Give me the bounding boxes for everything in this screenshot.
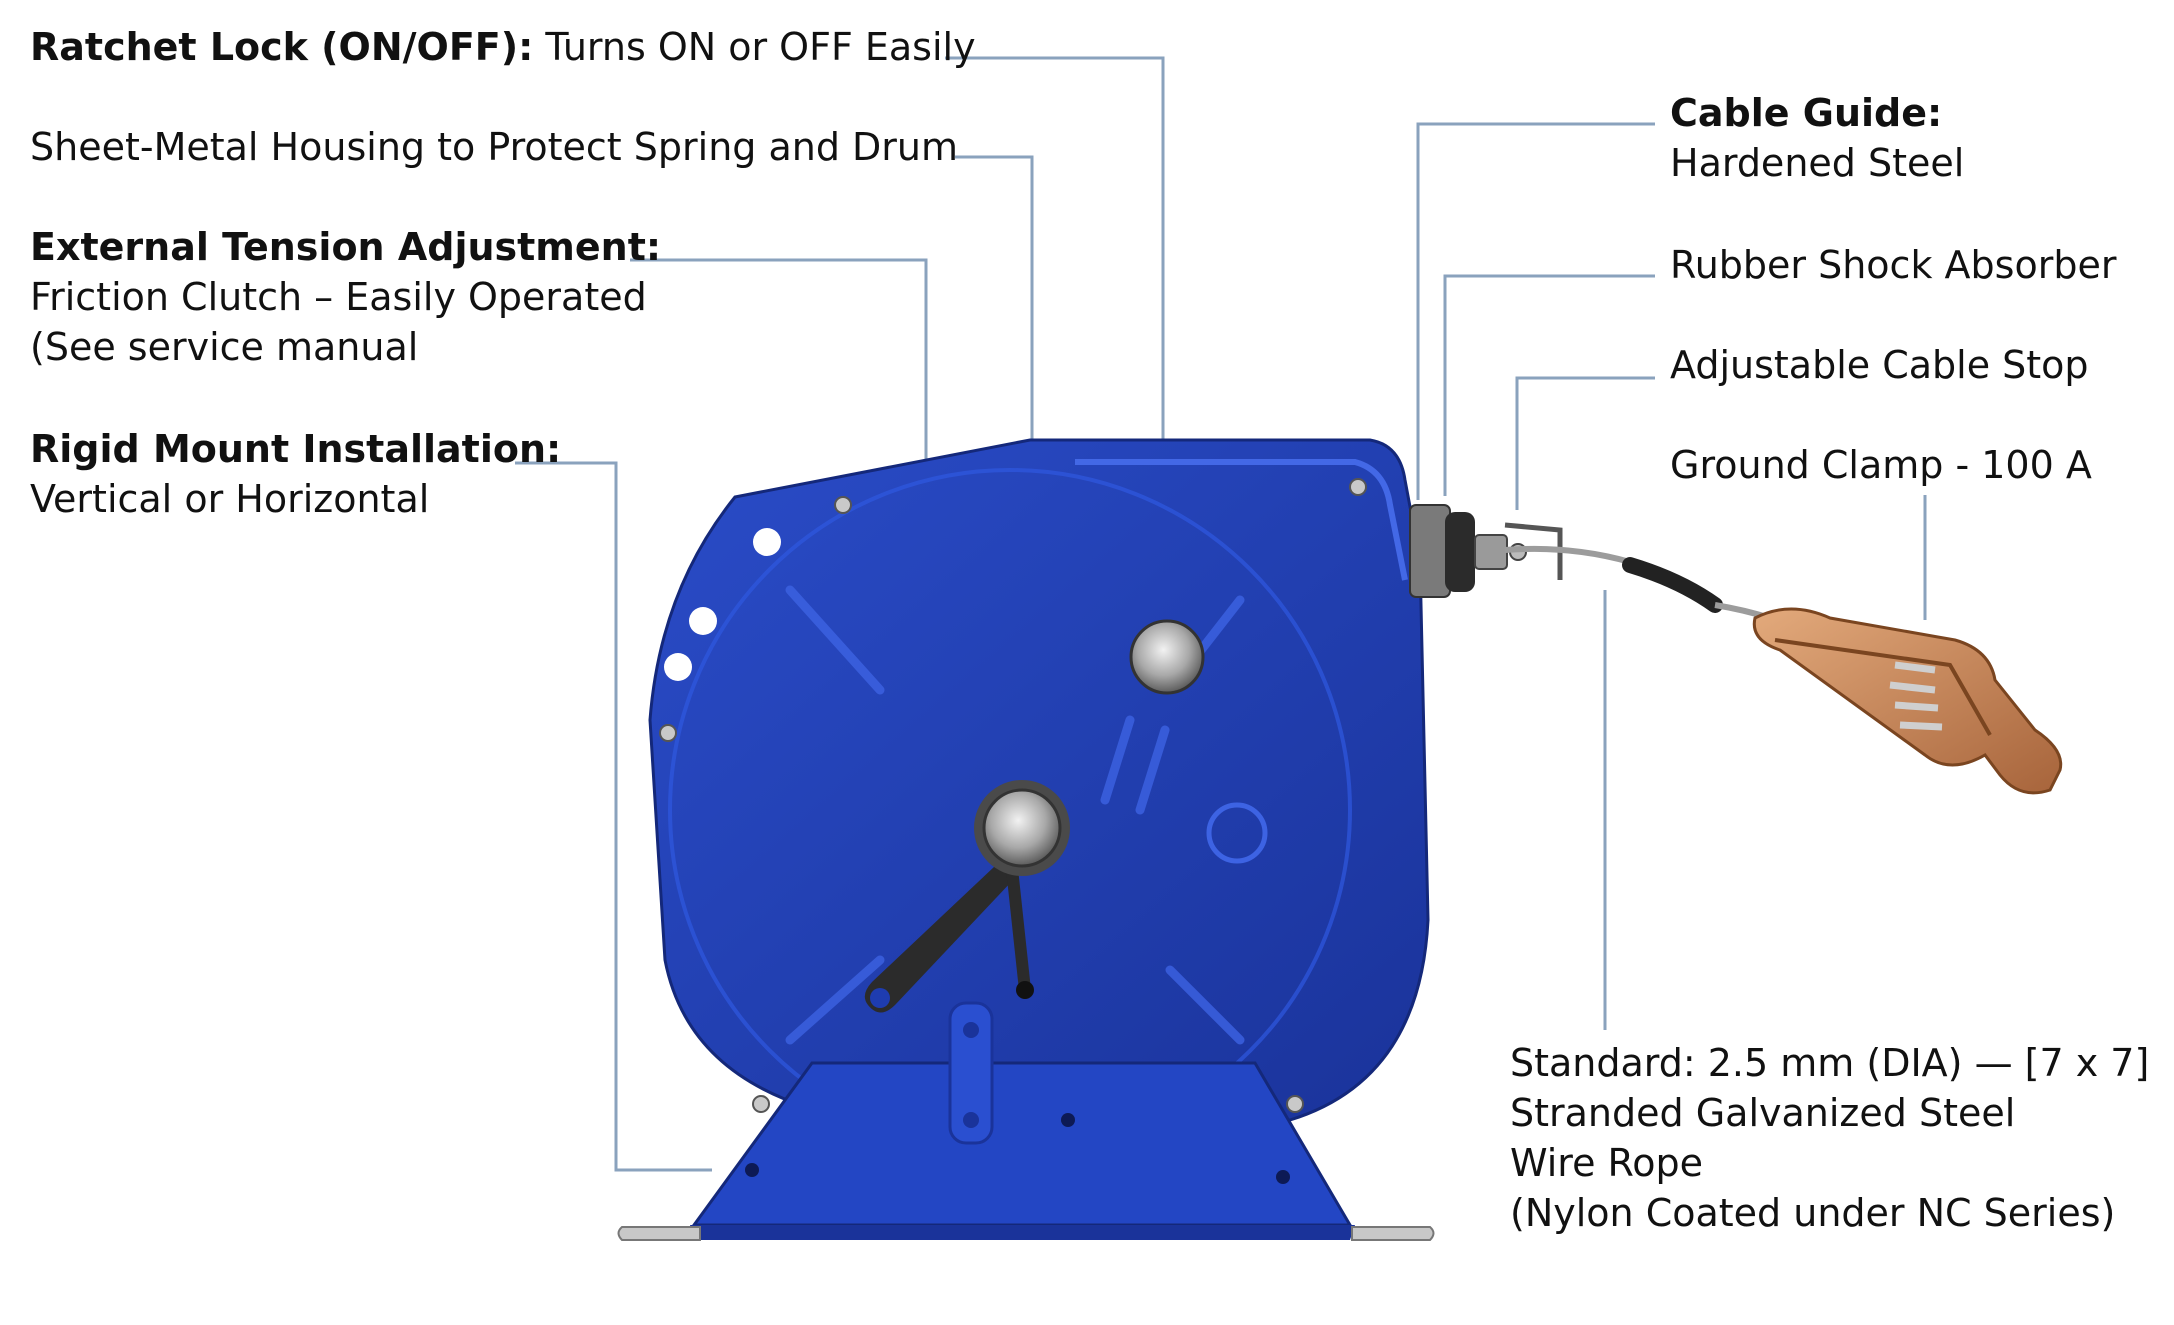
reel-body bbox=[617, 438, 1435, 1241]
leader-lines bbox=[515, 56, 1927, 1172]
screw bbox=[1349, 478, 1367, 496]
cable-stop bbox=[1474, 534, 1508, 570]
mount-foot-right bbox=[1351, 1226, 1435, 1241]
callout-shock: Rubber Shock Absorber bbox=[1670, 240, 2116, 290]
housing-text: Sheet-Metal Housing to Protect Spring an… bbox=[30, 125, 959, 169]
cable-guide-title: Cable Guide: bbox=[1670, 91, 1943, 135]
callout-tension: External Tension Adjustment: Friction Cl… bbox=[30, 222, 661, 372]
screw bbox=[834, 496, 852, 514]
mount-foot-left bbox=[617, 1226, 701, 1241]
cable-guide bbox=[1409, 504, 1451, 598]
housing-hole bbox=[753, 528, 781, 556]
callout-wire-rope: Standard: 2.5 mm (DIA) — [7 x 7] Strande… bbox=[1510, 1038, 2149, 1238]
base-plate bbox=[948, 1001, 994, 1145]
screw bbox=[752, 1095, 770, 1113]
cable-sleeve bbox=[1622, 557, 1723, 613]
ratchet-knob bbox=[1129, 619, 1205, 695]
shock-text: Rubber Shock Absorber bbox=[1670, 243, 2117, 287]
ground-clamp-text: Ground Clamp - 100 A bbox=[1670, 443, 2092, 487]
wire-rope-line1: Standard: 2.5 mm (DIA) — [7 x 7] bbox=[1510, 1041, 2150, 1085]
wire-rope-and-clamp bbox=[1504, 545, 2063, 795]
leader-mount bbox=[515, 461, 712, 1172]
cable-stop-bracket bbox=[1504, 522, 1563, 580]
wire-rope-line2: Stranded Galvanized Steel bbox=[1510, 1091, 2016, 1135]
wire-rope bbox=[1504, 545, 1631, 565]
callout-ground-clamp: Ground Clamp - 100 A bbox=[1670, 440, 2092, 490]
screw bbox=[659, 724, 677, 742]
wire-rope-line4: (Nylon Coated under NC Series) bbox=[1510, 1191, 2116, 1235]
tension-line2: Friction Clutch – Easily Operated bbox=[30, 275, 647, 319]
mount-line2: Vertical or Horizontal bbox=[30, 477, 430, 521]
leader-cable-stop bbox=[1515, 376, 1655, 510]
mount-flange bbox=[690, 1225, 1355, 1240]
mount-title: Rigid Mount Installation: bbox=[30, 427, 562, 471]
tension-arm bbox=[864, 850, 1030, 1013]
cable-stop-text: Adjustable Cable Stop bbox=[1670, 343, 2089, 387]
callout-housing: Sheet-Metal Housing to Protect Spring an… bbox=[30, 122, 958, 172]
callout-mount: Rigid Mount Installation: Vertical or Ho… bbox=[30, 424, 561, 524]
screw bbox=[1286, 1095, 1304, 1113]
housing-hole bbox=[664, 653, 692, 681]
leader-housing bbox=[955, 155, 1034, 440]
tension-line3: (See service manual bbox=[30, 325, 419, 369]
wire-rope-line3: Wire Rope bbox=[1510, 1141, 1703, 1185]
ratchet-lock-text: Turns ON or OFF Easily bbox=[533, 25, 976, 69]
leader-shock bbox=[1443, 274, 1655, 496]
tension-title: External Tension Adjustment: bbox=[30, 225, 662, 269]
tension-knob bbox=[982, 788, 1062, 868]
shock-absorber bbox=[1445, 512, 1475, 592]
leader-cable-guide bbox=[1416, 122, 1655, 500]
callout-ratchet-lock: Ratchet Lock (ON/OFF): Turns ON or OFF E… bbox=[30, 22, 976, 72]
housing-hole bbox=[689, 607, 717, 635]
callout-cable-guide: Cable Guide: Hardened Steel bbox=[1670, 88, 1964, 188]
callout-cable-stop: Adjustable Cable Stop bbox=[1670, 340, 2089, 390]
cable-guide-line2: Hardened Steel bbox=[1670, 141, 1965, 185]
leader-ratchet-lock bbox=[945, 56, 1165, 600]
reel-housing-rim bbox=[1075, 459, 1408, 581]
drum-boss bbox=[1206, 802, 1268, 864]
ground-clamp-jaw bbox=[1752, 607, 2063, 795]
ratchet-lock-title: Ratchet Lock (ON/OFF): bbox=[30, 25, 534, 69]
clamp-spring bbox=[1889, 661, 1943, 731]
